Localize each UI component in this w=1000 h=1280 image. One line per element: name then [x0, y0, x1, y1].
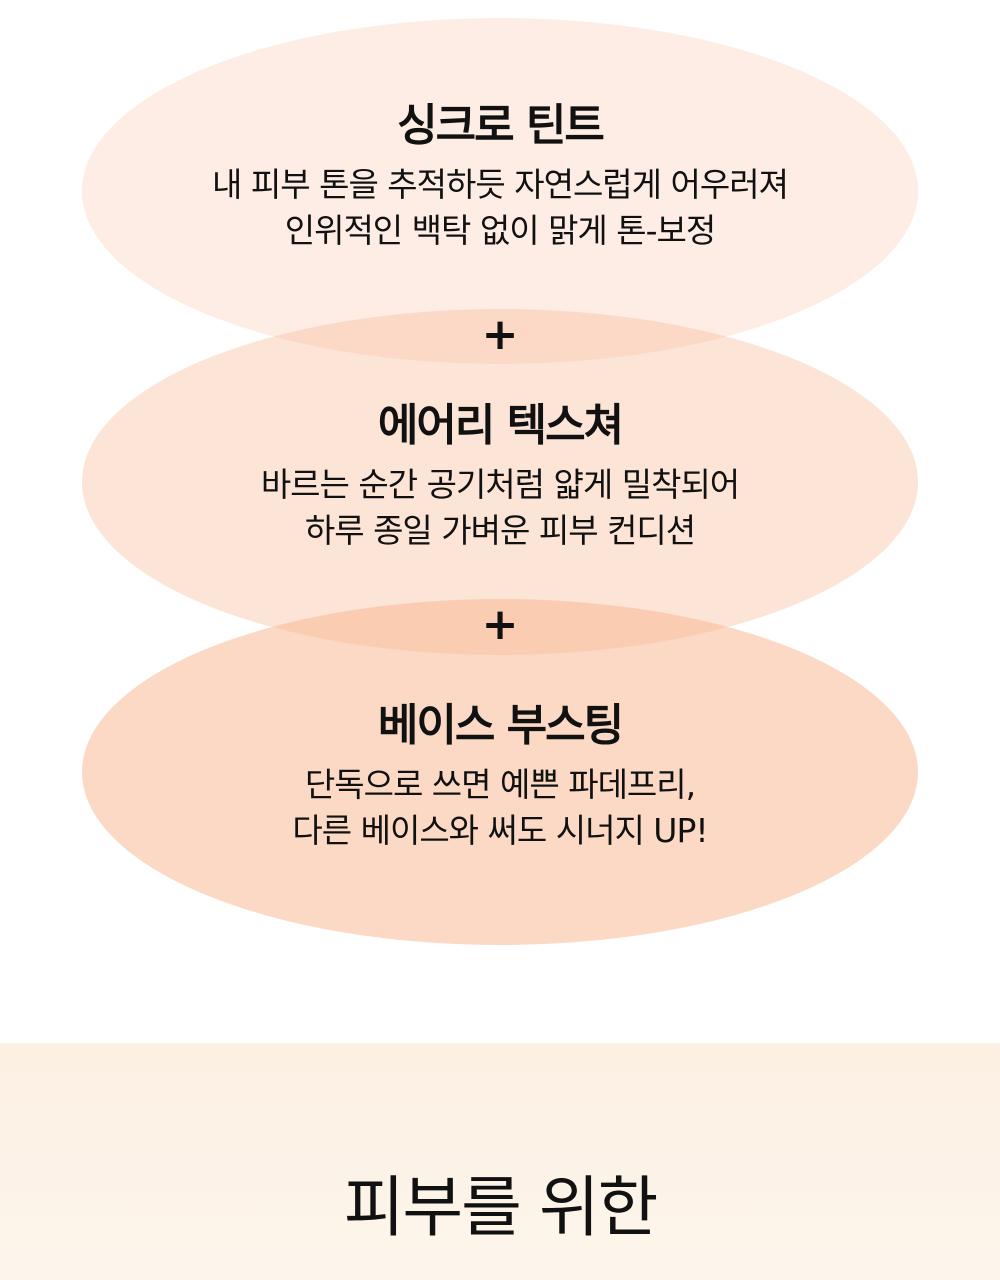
feature-ellipse-1 — [82, 18, 918, 364]
description-line: 인위적인 백탁 없이 맑게 톤-보정 — [284, 211, 717, 250]
section-heading: 피부를 위한 — [343, 1169, 659, 1246]
description-line: 내 피부 톤을 추적하듯 자연스럽게 어우러져 — [212, 165, 789, 204]
feature-title: 싱크로 틴트 — [397, 100, 605, 151]
description-line: 다른 베이스와 써도 시너지 UP! — [292, 811, 708, 850]
feature-description: 내 피부 톤을 추적하듯 자연스럽게 어우러져 인위적인 백탁 없이 맑게 톤-… — [0, 162, 1000, 254]
feature-airy-texture: 에어리 텍스쳐 바르는 순간 공기처럼 얇게 밀착되어 하루 종일 가벼운 피부… — [0, 398, 1000, 554]
feature-synchro-tint: 싱크로 틴트 내 피부 톤을 추적하듯 자연스럽게 어우러져 인위적인 백탁 없… — [0, 98, 1000, 254]
bottom-section: 피부를 위한 — [0, 1043, 1000, 1280]
plus-icon: + — [481, 599, 519, 650]
description-line: 하루 종일 가벼운 피부 컨디션 — [304, 511, 696, 550]
feature-description: 단독으로 쓰면 예쁜 파데프리, 다른 베이스와 써도 시너지 UP! — [0, 762, 1000, 854]
feature-title: 베이스 부스팅 — [377, 700, 624, 751]
description-line: 바르는 순간 공기처럼 얇게 밀착되어 — [260, 465, 740, 504]
feature-ellipse-2 — [82, 309, 918, 655]
plus-icon: + — [481, 309, 519, 360]
feature-base-boosting: 베이스 부스팅 단독으로 쓰면 예쁜 파데프리, 다른 베이스와 써도 시너지 … — [0, 698, 1000, 854]
feature-description: 바르는 순간 공기처럼 얇게 밀착되어 하루 종일 가벼운 피부 컨디션 — [0, 462, 1000, 554]
feature-title: 에어리 텍스쳐 — [377, 400, 624, 451]
description-line: 단독으로 쓰면 예쁜 파데프리, — [304, 765, 696, 804]
feature-ellipse-3 — [82, 599, 918, 945]
